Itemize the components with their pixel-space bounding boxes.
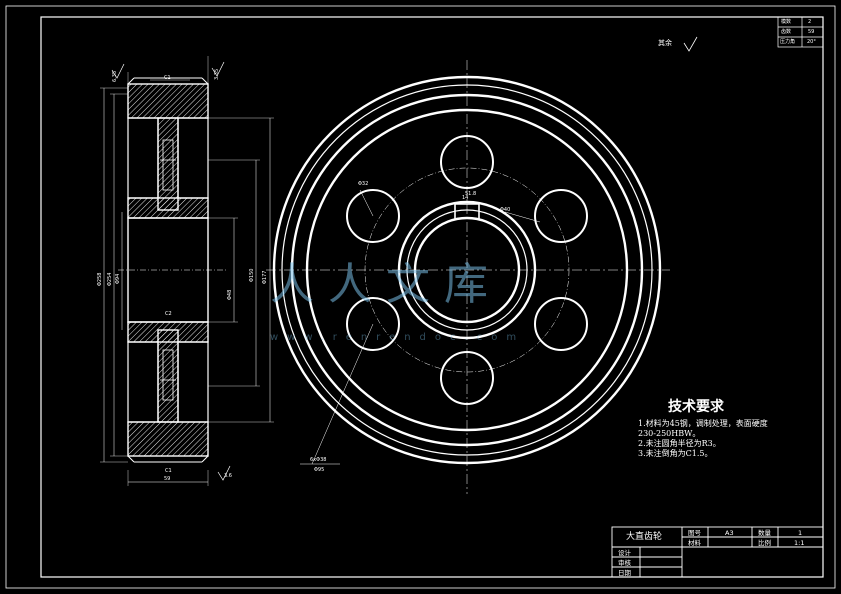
key-width-label: 14 (462, 195, 469, 201)
upper-hub (127, 197, 209, 219)
key-depth-label: 51.8 (465, 191, 477, 197)
upper-web (157, 117, 179, 211)
side-section-view (100, 56, 274, 486)
param-value-teeth: 59 (808, 29, 815, 35)
param-value-angle: 20° (807, 39, 816, 45)
hub-outer (397, 200, 537, 340)
scale-value: 1:1 (794, 539, 805, 547)
bore-circle (413, 216, 521, 324)
side-bottom-width: 59 (164, 476, 171, 482)
hole-4 (440, 351, 494, 405)
tech-req-line-4: 3.未注倒角为C1.5。 (638, 449, 713, 458)
param-label-module: 模数 (781, 19, 792, 25)
lower-web (157, 329, 179, 423)
tech-req-title: 技术要求 (668, 399, 724, 415)
dia-outer: Φ258 (97, 272, 103, 286)
param-label-teeth: 齿数 (781, 29, 792, 35)
side-top-dim: C1 (164, 75, 171, 81)
pcd-sub-label: Φ95 (314, 467, 325, 473)
dia-rim-inner: Φ150 (249, 268, 255, 282)
date-label: 日期 (618, 569, 631, 577)
front-view (266, 60, 670, 494)
dia-bore-left: Φ94 (115, 273, 121, 284)
roughness-mark-top-right (211, 61, 225, 77)
outer-frame (5, 5, 836, 589)
scale-label: 比例 (758, 539, 771, 547)
pcd-label: 6xΦ38 (310, 457, 327, 463)
roughness-symbol-other (683, 36, 698, 52)
hole-6 (346, 189, 400, 243)
tech-req-line-3: 2.未注圆角半径为R3。 (638, 439, 721, 448)
rim-inner (305, 108, 629, 432)
tip-circle (272, 75, 662, 465)
hole-dim-label: Φ32 (358, 181, 369, 187)
side-bottom-c1: C1 (165, 468, 172, 474)
qty-label: 数量 (758, 529, 771, 537)
hole-pitch-circle (364, 167, 570, 373)
hole-2 (534, 189, 588, 243)
hub-chamfer (406, 209, 528, 331)
param-label-angle: 压力角 (780, 39, 796, 45)
side-bottom-right-dim: 3.6 (224, 473, 232, 479)
hole-3 (534, 297, 588, 351)
material-label: 材料 (688, 539, 701, 547)
keyway-dim-label: Φ40 (500, 207, 511, 213)
designer-label: 设计 (618, 549, 631, 557)
root-circle (281, 84, 653, 456)
title-block (611, 526, 824, 578)
tech-req-line-2: 230-250HBW。 (638, 429, 701, 438)
part-name: 大直齿轮 (626, 532, 663, 542)
rim-outer (290, 93, 644, 447)
param-value-module: 2 (808, 19, 812, 25)
side-left-top-dim: 6.35 (112, 70, 118, 82)
keyway (454, 203, 480, 220)
tech-requirements: 技术要求 1.材料为45钢，调制处理，表面硬度 230-250HBW。 2.未注… (638, 400, 768, 458)
surface-note: 其余 (658, 39, 672, 47)
hole-1 (440, 135, 494, 189)
parameter-table (777, 16, 824, 48)
dia-root: Φ254 (107, 272, 113, 286)
drawing-no-label: 图号 (688, 529, 701, 537)
side-hub-chamfer: C2 (165, 311, 172, 317)
roughness-mark-bottom-right (217, 465, 231, 481)
hole-5 (346, 297, 400, 351)
side-right-top-dim: 3.35 (214, 68, 220, 80)
lower-rim (127, 421, 209, 457)
inner-frame (40, 16, 824, 578)
upper-rim (127, 83, 209, 119)
dia-hub: Φ177 (262, 270, 268, 284)
dia-bore: Φ48 (227, 289, 233, 300)
roughness-mark-top-left (111, 63, 125, 79)
reviewer-label: 审核 (618, 559, 631, 567)
qty-value: 1 (798, 529, 803, 537)
drawing-no: A3 (725, 529, 734, 537)
tech-req-line-1: 1.材料为45钢，调制处理，表面硬度 (638, 419, 768, 428)
